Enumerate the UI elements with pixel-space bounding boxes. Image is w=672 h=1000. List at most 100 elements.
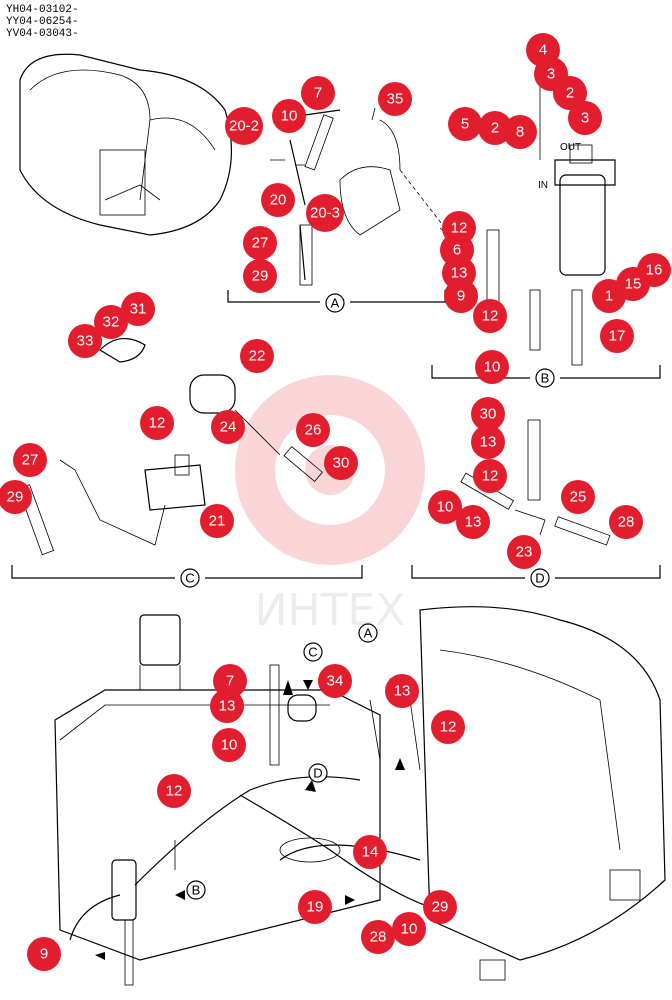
callout-number: 21 — [209, 513, 226, 530]
callout-number: 13 — [451, 265, 468, 282]
callout-number: 26 — [305, 422, 322, 439]
callout-number: 2 — [491, 120, 499, 137]
callout-number: 8 — [516, 124, 524, 141]
callout-16: 16 — [637, 253, 671, 287]
callout-number: 35 — [387, 91, 404, 108]
section-marker-label: A — [331, 296, 340, 311]
watermark: ИНТЕХ — [235, 375, 425, 636]
callout-number: 23 — [516, 544, 533, 561]
callout-number: 29 — [252, 268, 269, 285]
callout-23: 23 — [507, 535, 541, 569]
section-marker-d: D — [530, 568, 550, 588]
callout-27: 27 — [243, 226, 277, 260]
callout-number: 17 — [609, 328, 626, 345]
callout-12: 12 — [473, 459, 507, 493]
callout-number: 9 — [457, 288, 465, 305]
callout-34: 34 — [318, 664, 352, 698]
serial-line: YY04-06254- — [6, 16, 79, 28]
section-marker-c: C — [180, 568, 200, 588]
callout-number: 10 — [484, 359, 501, 376]
callout-number: 30 — [333, 455, 350, 472]
section-marker-a: A — [325, 293, 345, 313]
callout-number: 27 — [22, 452, 39, 469]
callout-12: 12 — [473, 299, 507, 333]
callout-number: 5 — [461, 116, 469, 133]
callout-14: 14 — [353, 835, 387, 869]
callout-13: 13 — [385, 674, 419, 708]
section-a-parts — [270, 107, 401, 286]
callout-29: 29 — [0, 480, 32, 514]
callout-number: 28 — [618, 514, 635, 531]
callout-number: 25 — [570, 489, 587, 506]
callout-10: 10 — [212, 728, 246, 762]
callout-2: 2 — [478, 111, 512, 145]
callout-30: 30 — [324, 446, 358, 480]
callout-number: 14 — [362, 844, 379, 861]
callout-10: 10 — [272, 99, 306, 133]
section-marker-label: D — [313, 766, 322, 781]
callout-number: 13 — [480, 434, 497, 451]
machine-outline — [19, 53, 232, 236]
callout-12: 12 — [431, 710, 465, 744]
callout-9: 9 — [27, 937, 61, 971]
serial-numbers: YH04-03102- YY04-06254- YV04-03043- — [6, 4, 79, 40]
callout-number: 13 — [219, 698, 236, 715]
callout-32: 32 — [94, 305, 128, 339]
section-marker-label: A — [364, 626, 373, 641]
port-label-out: OUT — [560, 142, 581, 153]
callout-number: 20-3 — [310, 205, 340, 222]
section-marker-label: C — [308, 645, 317, 660]
port-label-in: IN — [538, 180, 548, 191]
callout-30: 30 — [471, 397, 505, 431]
callout-20: 20 — [261, 183, 295, 217]
callout-number: 13 — [465, 514, 482, 531]
callout-8: 8 — [503, 115, 537, 149]
section-marker-b: B — [186, 880, 206, 900]
callout-number: 12 — [166, 783, 183, 800]
callout-number: 30 — [480, 406, 497, 423]
callout-number: 31 — [130, 301, 147, 318]
callout-number: 12 — [482, 308, 499, 325]
callout-number: 10 — [281, 108, 298, 125]
callout-2: 2 — [553, 76, 587, 110]
callout-number: 20-2 — [229, 118, 259, 135]
callout-number: 12 — [451, 220, 468, 237]
callout-10: 10 — [475, 350, 509, 384]
callout-number: 6 — [453, 242, 461, 259]
section-marker-label: D — [535, 571, 544, 586]
callout-number: 22 — [249, 348, 266, 365]
callout-31: 31 — [121, 292, 155, 326]
callout-number: 2 — [566, 85, 574, 102]
section-marker-label: B — [192, 883, 201, 898]
section-marker-d: D — [308, 763, 328, 783]
callout-number: 19 — [307, 899, 324, 916]
callout-29: 29 — [423, 890, 457, 924]
callout-21: 21 — [200, 504, 234, 538]
callout-25: 25 — [561, 480, 595, 514]
callout-26: 26 — [296, 413, 330, 447]
callout-24: 24 — [211, 410, 245, 444]
callout-10: 10 — [428, 490, 462, 524]
callout-27: 27 — [13, 443, 47, 477]
callout-number: 12 — [149, 415, 166, 432]
callout-number: 24 — [220, 419, 237, 436]
serial-line: YH04-03102- — [6, 4, 79, 16]
callout-28: 28 — [361, 920, 395, 954]
callout-number: 10 — [221, 737, 238, 754]
section-marker-b: B — [535, 368, 555, 388]
callout-3: 3 — [568, 101, 602, 135]
callout-number: 32 — [103, 314, 120, 331]
callout-number: 13 — [394, 683, 411, 700]
callout-number: 12 — [440, 719, 457, 736]
callout-number: 34 — [327, 673, 344, 690]
callout-20-2: 20-2 — [225, 107, 263, 145]
watermark-text: ИНТЕХ — [255, 585, 406, 636]
callout-number: 7 — [226, 673, 234, 690]
callout-number: 10 — [401, 921, 418, 938]
section-marker-c: C — [303, 642, 323, 662]
callout-number: 29 — [7, 489, 24, 506]
section-brackets — [11, 290, 661, 579]
callout-number: 16 — [646, 262, 663, 279]
callout-number: 1 — [605, 288, 613, 305]
callout-number: 4 — [539, 42, 547, 59]
